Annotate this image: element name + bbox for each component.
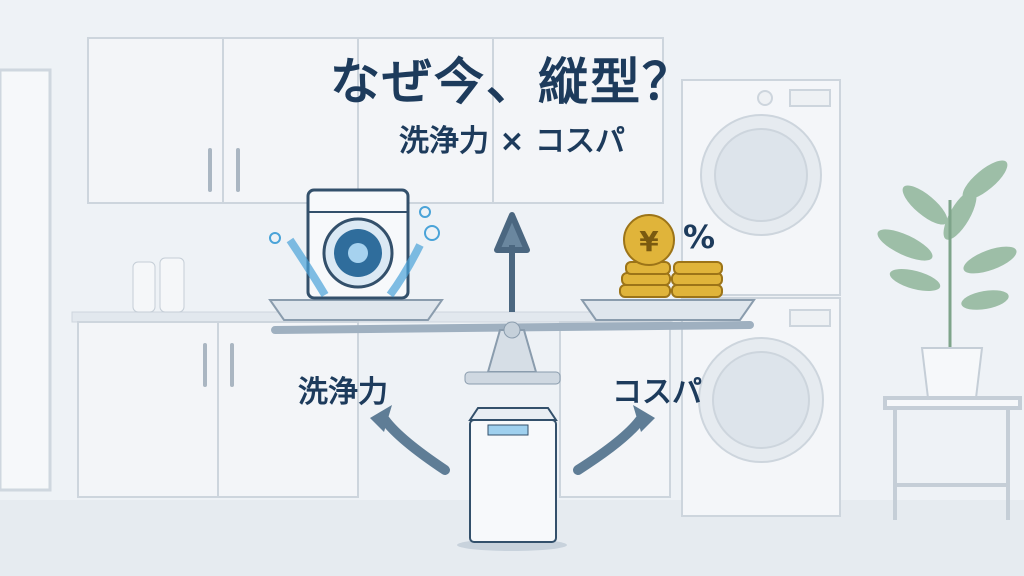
top-loading-washer-icon [457,407,567,551]
stool [883,396,1022,520]
drum-washer-icon [269,188,440,300]
yen-symbol: ¥ [639,225,659,258]
balance-scale [268,299,756,385]
page-subtitle: 洗浄力 × コスパ [398,124,626,159]
window [0,68,52,492]
cleaning-power-label: 洗浄力 [298,375,388,410]
plant [877,160,1017,310]
cost-performance-label: コスパ [612,375,702,410]
upper-cabinets [87,37,664,204]
right-pan [580,299,756,321]
lower-cabinets [77,321,671,498]
page-title: なぜ今、縦型？ [330,53,694,111]
left-pan [268,299,444,321]
right-curved-arrow-icon [573,415,645,475]
plant-pot [920,347,984,399]
coins-icon: ¥ [619,214,723,298]
left-curved-arrow-icon [380,415,450,475]
percent-icon: % [683,218,716,256]
stacked-washers [681,79,841,517]
up-arrow-icon [494,212,530,312]
